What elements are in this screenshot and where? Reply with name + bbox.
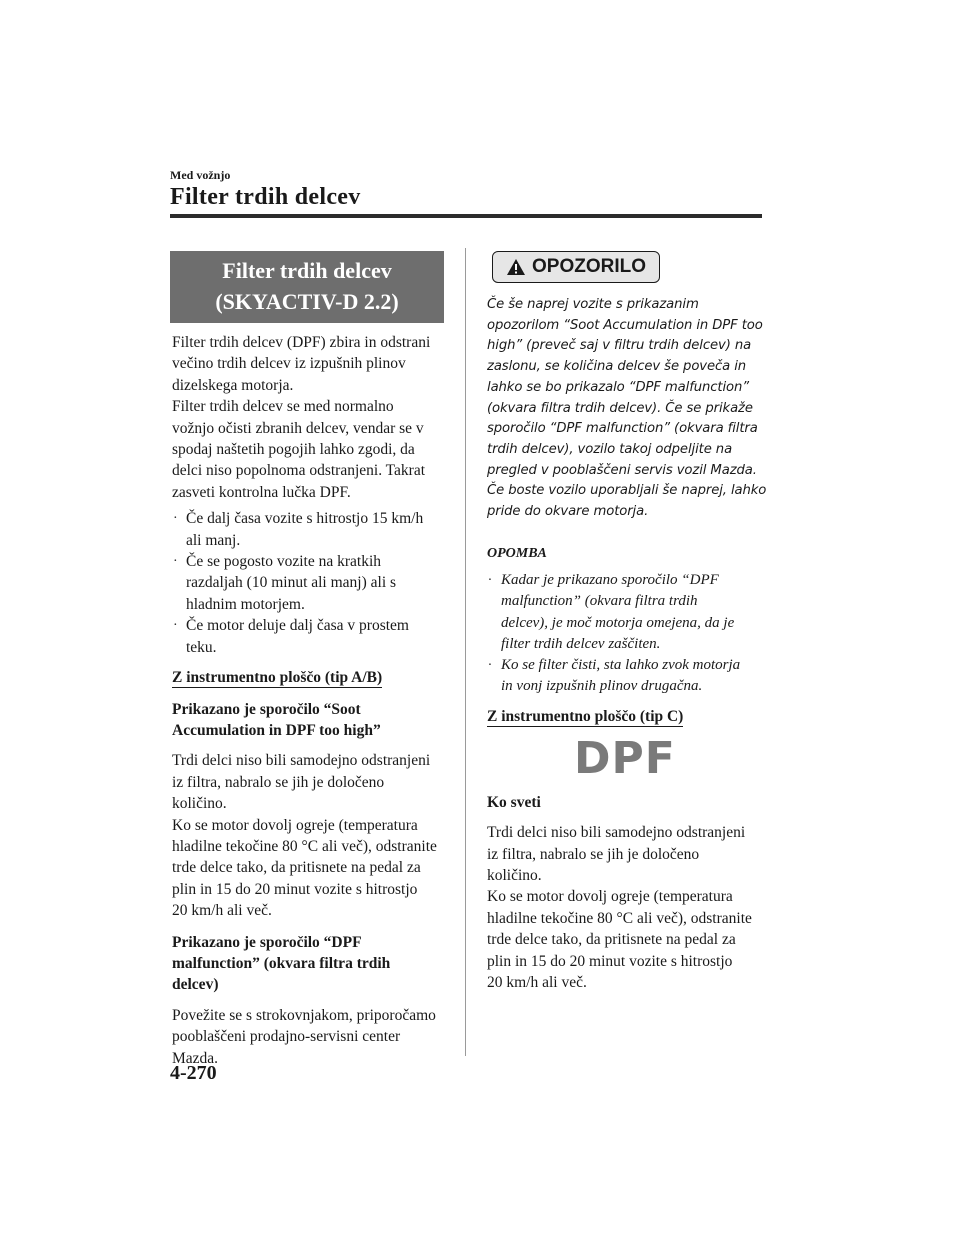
list-item: · Ko se filter čisti, sta lahko zvok mot… (487, 655, 762, 697)
breadcrumb: Med vožnjo (170, 168, 231, 182)
text-line: pride do okvare motorja. (487, 504, 649, 520)
text-line: Trdi delci niso bili samodejno odstranje… (172, 752, 431, 770)
text-line: Filter trdih delcev se med normalno (172, 398, 394, 416)
message-dpf-malfunction-heading: Prikazano je sporočilo “DPF malfunction”… (172, 932, 444, 996)
text-line: Povežite se s strokovnjakom, priporočamo (172, 1006, 436, 1024)
heading-instrument-ab: Z instrumentno ploščo (tip A/B) (172, 669, 383, 689)
bullet-icon: · (173, 554, 178, 570)
text-line: hladilne tekočine 80 °C ali več), odstra… (172, 837, 437, 855)
text-line: lahko se bo prikazalo “DPF malfunction” (487, 379, 750, 395)
text-line: 20 km/h ali več. (172, 902, 272, 920)
text-line: Če motor deluje dalj časa v prostem (186, 617, 409, 635)
text-line: malfunction” (okvara filtra trdih (172, 954, 391, 972)
text-line: večino trdih delcev iz izpušnih plinov (172, 355, 406, 373)
text-line: delcev), je moč motorja omejena, da je (501, 614, 735, 631)
text-line: plin in 15 do 20 minut vozite s hitrostj… (487, 952, 733, 970)
warning-label: OPOZORILO (532, 256, 646, 278)
text-line: Prikazano je sporočilo “Soot (172, 700, 361, 718)
text-line: pregled v pooblaščeni servis vozil Mazda… (487, 462, 757, 478)
text-line: Trdi delci niso bili samodejno odstranje… (487, 824, 746, 842)
text-line: Če boste vozilo uporabljali še naprej, l… (487, 483, 767, 499)
text-line: razdaljah (10 minut ali manj) ali s (186, 574, 397, 592)
text-line: sporočilo “DPF malfunction” (okvara filt… (487, 421, 758, 437)
page-title: Filter trdih delcev (170, 184, 361, 210)
intro-paragraph-2: Filter trdih delcev se med normalno vožn… (172, 396, 444, 503)
message-soot-heading: Prikazano je sporočilo “Soot Accumulatio… (172, 699, 444, 742)
text-line: dizelskega motorja. (172, 376, 294, 394)
text-line: trde delce tako, da pritisnete na pedal … (487, 931, 736, 949)
column-divider (465, 248, 466, 1056)
text-line: Prikazano je sporočilo “DPF (172, 933, 362, 951)
condition-list: · Če dalj časa vozite s hitrostjo 15 km/… (172, 508, 444, 658)
warning-text: Če še naprej vozite s prikazanim opozori… (487, 295, 767, 523)
bullet-icon: · (488, 573, 492, 589)
type-c-paragraph: Trdi delci niso bili samodejno odstranje… (487, 822, 762, 993)
text-line: Če še naprej vozite s prikazanim (487, 297, 699, 312)
text-line: zaslonu, se količina delcev še poveča in (487, 359, 747, 375)
bullet-icon: · (173, 511, 178, 527)
text-line: Ko se motor dovolj ogreje (temperatura (487, 888, 733, 906)
message-dpf-malfunction-paragraph: Povežite se s strokovnjakom, priporočamo… (172, 1005, 444, 1069)
text-line: trde delce tako, da pritisnete na pedal … (172, 859, 421, 877)
heading-instrument-c: Z instrumentno ploščo (tip C) (487, 708, 684, 728)
list-item: · Če se pogosto vozite na kratkih razdal… (172, 551, 444, 615)
page-number: 4-270 (170, 1062, 217, 1084)
banner-line: (SKYACTIV-D 2.2) (215, 289, 399, 314)
text-line: Kadar je prikazano sporočilo “DPF (501, 572, 719, 589)
ko-sveti-heading: Ko sveti (487, 793, 541, 811)
text-line: delci niso popolnoma odstranjeni. Takrat (172, 462, 426, 480)
text-line: teku. (186, 638, 217, 656)
text-line: plin in 15 do 20 minut vozite s hitrostj… (172, 880, 418, 898)
text-line: Mazda. (172, 1049, 219, 1067)
right-column: OPOZORILO Če še naprej vozite s prikazan… (487, 251, 767, 993)
text-line: trdih delcev), vozilo takoj odpeljite na (487, 441, 733, 457)
text-line: iz filtra, nabralo se jih je določeno (172, 773, 385, 791)
text-line: iz filtra, nabralo se jih je določeno (487, 845, 700, 863)
text-line: filter trdih delcev zaščiten. (501, 635, 661, 652)
text-line: hladilne tekočine 80 °C ali več), odstra… (487, 909, 752, 927)
intro-paragraph: Filter trdih delcev (DPF) zbira in odstr… (172, 332, 444, 396)
text-line: (okvara filtra trdih delcev). Če se prik… (487, 400, 753, 416)
list-item: · Kadar je prikazano sporočilo “DPF malf… (487, 570, 762, 655)
text-line: in vonj izpušnih plinov drugačna. (501, 678, 703, 695)
note-list: · Kadar je prikazano sporočilo “DPF malf… (487, 570, 762, 697)
text-line: količino. (172, 795, 227, 813)
title-rule (170, 214, 762, 218)
bullet-icon: · (173, 618, 178, 634)
section-banner: Filter trdih delcev (SKYACTIV-D 2.2) (170, 251, 444, 323)
text-line: high” (preveč saj v filtru trdih delcev)… (487, 338, 752, 354)
text-line: Če dalj časa vozite s hitrostjo 15 km/h (186, 510, 424, 528)
warning-label-box: OPOZORILO (492, 251, 660, 283)
text-line: spodaj naštetih pogojih lahko zgodi, da (172, 441, 415, 459)
warning-triangle-icon (507, 259, 525, 275)
text-line: delcev) (172, 976, 219, 994)
text-line: zasveti kontrolna lučka DPF. (172, 483, 351, 501)
text-line: ali manj. (186, 531, 241, 549)
list-item: · Če dalj časa vozite s hitrostjo 15 km/… (172, 508, 444, 551)
text-line: pooblaščeni prodajno-servisni center (172, 1028, 401, 1046)
dpf-indicator-icon: DPF (574, 732, 676, 784)
bullet-icon: · (488, 657, 492, 673)
text-line: količino. (487, 866, 542, 884)
text-line: malfunction” (okvara filtra trdih (501, 593, 698, 610)
text-line: Ko se filter čisti, sta lahko zvok motor… (501, 656, 741, 673)
text-line: Accumulation in DPF too high” (172, 721, 381, 739)
text-line: hladnim motorjem. (186, 595, 305, 613)
text-line: Če se pogosto vozite na kratkih (186, 553, 381, 571)
text-line: vožnjo očisti zbranih delcev, vendar se … (172, 419, 424, 437)
text-line: 20 km/h ali več. (487, 974, 587, 992)
left-column: Filter trdih delcev (SKYACTIV-D 2.2) Fil… (170, 251, 444, 1069)
message-soot-paragraph: Trdi delci niso bili samodejno odstranje… (172, 750, 444, 921)
text-line: Filter trdih delcev (DPF) zbira in odstr… (172, 334, 431, 351)
list-item: · Če motor deluje dalj časa v prostem te… (172, 615, 444, 658)
note-heading: OPOMBA (487, 545, 547, 561)
banner-line: Filter trdih delcev (222, 258, 392, 283)
text-line: opozorilom “Soot Accumulation in DPF too (487, 317, 763, 333)
text-line: Ko se motor dovolj ogreje (temperatura (172, 816, 418, 834)
